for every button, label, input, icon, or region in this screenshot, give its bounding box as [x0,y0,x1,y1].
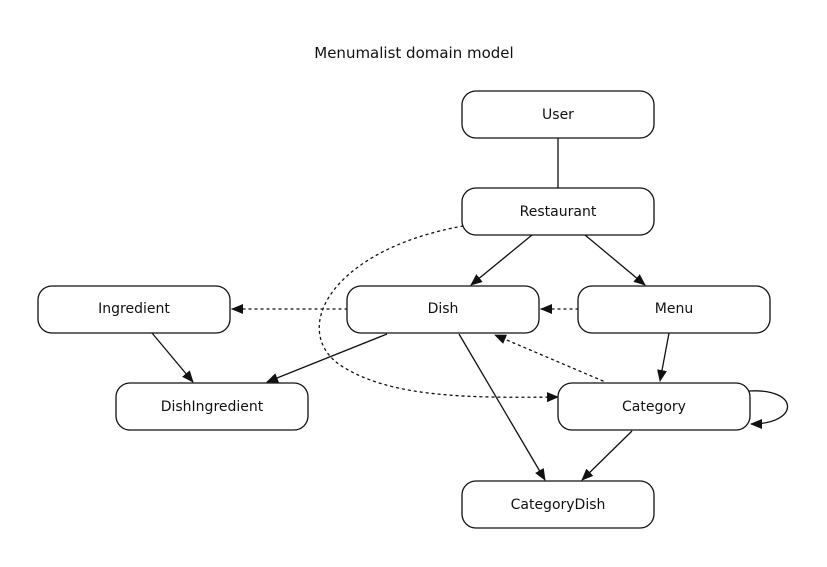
node-menu: Menu [577,285,771,334]
edge-restaurant-category [318,225,559,403]
node-user: User [461,90,655,139]
edge-ingredient-dishingredient [151,332,194,383]
node-menu-label: Menu [655,301,693,317]
edge-category-categorydish [581,430,633,481]
node-category-box [557,382,751,431]
edge-category-dish [494,334,604,382]
node-restaurant-box [461,187,655,236]
node-user-box [461,90,655,139]
node-restaurant-label: Restaurant [520,204,597,220]
node-dish-box [346,285,540,334]
node-category: Category [557,382,751,431]
edge-menu-category [657,332,670,382]
edge-restaurant-dish [470,234,533,286]
node-user-label: User [542,107,574,123]
node-category-label: Category [622,399,686,415]
diagram-title: Menumalist domain model [314,44,513,62]
node-ingredient: Ingredient [37,285,231,334]
edge-restaurant-menu [584,234,646,286]
edge-dish-categorydish [458,333,546,481]
node-dishingredient: DishIngredient [115,382,309,431]
node-ingredient-label: Ingredient [98,301,170,317]
node-menu-box [577,285,771,334]
node-dishingredient-box [115,382,309,431]
node-ingredient-box [37,285,231,334]
node-dish-label: Dish [428,301,459,317]
edge-dish-dishingredient [266,333,388,383]
node-restaurant: Restaurant [461,187,655,236]
node-dishingredient-label: DishIngredient [161,399,264,415]
node-dish: Dish [346,285,540,334]
edge-category-self [748,390,789,429]
node-categorydish-box [461,480,655,529]
node-categorydish: CategoryDish [461,480,655,529]
node-categorydish-label: CategoryDish [511,497,606,513]
